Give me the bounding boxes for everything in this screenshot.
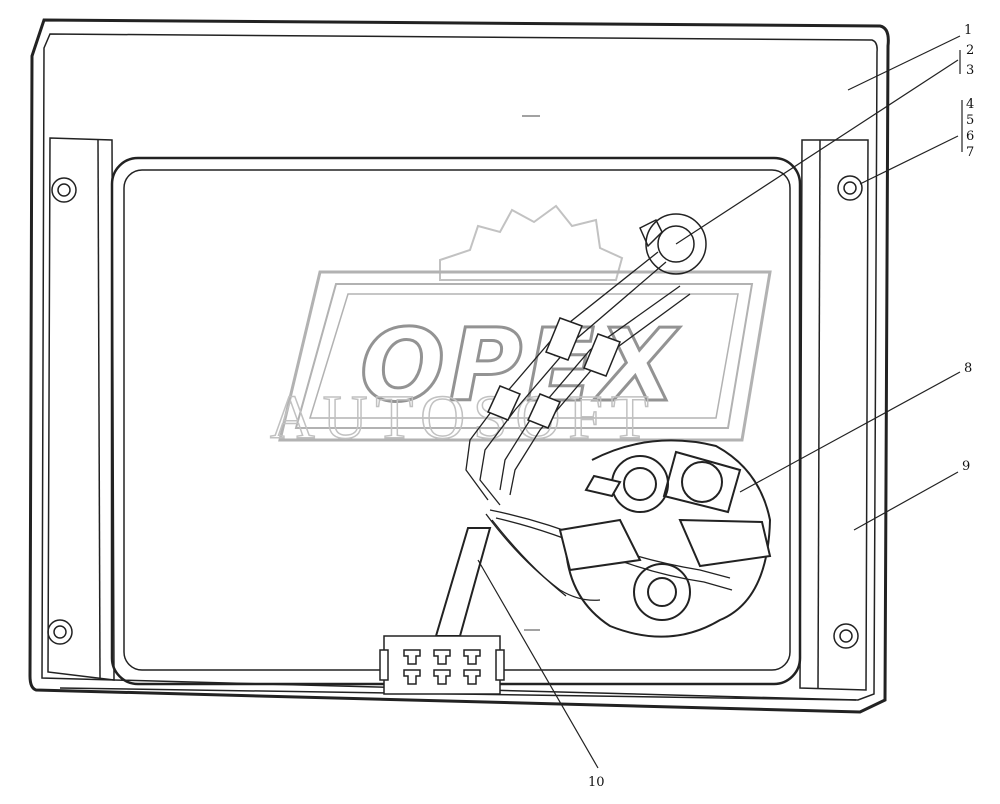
right-rail (799, 139, 869, 691)
callout-5: 5 (966, 113, 974, 128)
left-rail (47, 137, 115, 681)
callout-3: 3 (966, 63, 974, 78)
watermark-sub: AUTOSOFT (270, 384, 657, 452)
callout-9: 9 (962, 459, 970, 474)
callout-2: 2 (966, 43, 974, 58)
nut-icon (51, 177, 77, 203)
watermark: OPEX AUTOSOFT (269, 204, 772, 453)
cable-bundle (434, 527, 492, 637)
gauge-unit (558, 439, 772, 638)
callout-6: 6 (966, 129, 974, 144)
callout-1: 1 (964, 23, 972, 38)
callout-7: 7 (966, 145, 974, 160)
callout-10: 10 (588, 775, 605, 790)
nut-icon (837, 175, 863, 201)
lamp-socket (639, 213, 707, 275)
gear-icon (439, 204, 624, 281)
wire-connector (486, 317, 621, 429)
connector-block (379, 635, 505, 695)
logo-plate (278, 270, 772, 442)
leader-lines (477, 35, 963, 769)
callout-4: 4 (966, 97, 974, 112)
callout-8: 8 (964, 361, 972, 376)
nut-icon (47, 619, 73, 645)
nut-icon (833, 623, 859, 649)
